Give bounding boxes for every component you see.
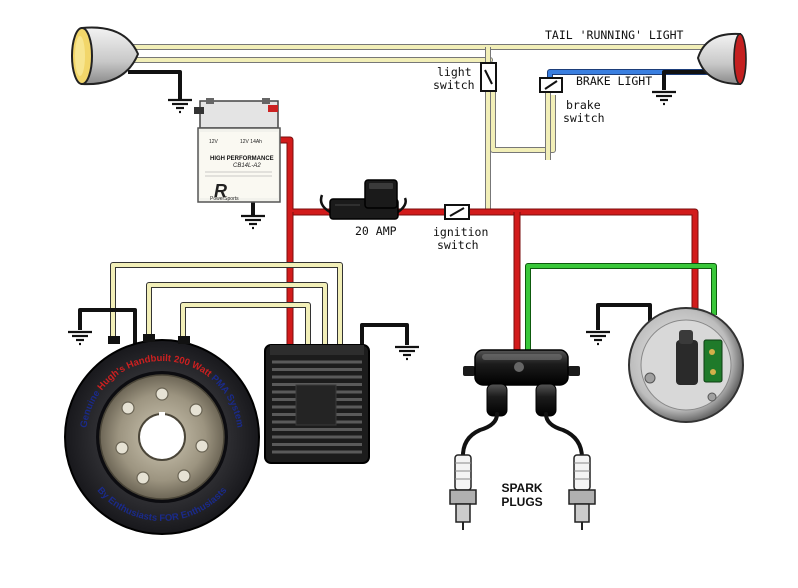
light-switch-label-line2: switch bbox=[433, 78, 475, 92]
ground-icon bbox=[168, 98, 192, 114]
tail-running-light-label: TAIL 'RUNNING' LIGHT bbox=[545, 28, 684, 42]
battery-logo-mark: R bbox=[214, 181, 227, 201]
brake-switch-label-line1: brake bbox=[566, 98, 601, 112]
headlight-icon bbox=[71, 26, 140, 86]
battery-small-text-2: 12V 14Ah bbox=[240, 139, 262, 145]
ground-icon bbox=[395, 345, 419, 361]
spark-plug-icon bbox=[449, 454, 477, 530]
battery-brand: HIGH PERFORMANCE bbox=[210, 156, 274, 162]
battery-logo: PowerSports bbox=[210, 196, 239, 202]
spark-plugs-label-line1: SPARK bbox=[501, 481, 542, 495]
fuse-icon bbox=[319, 179, 407, 220]
battery-model: CB14L-A2 bbox=[233, 163, 261, 169]
ground-icon bbox=[652, 90, 676, 106]
spark-plug-leads bbox=[460, 412, 584, 460]
stator-output-wires bbox=[110, 262, 343, 345]
ground-icon bbox=[68, 330, 92, 346]
main-power-wire bbox=[270, 136, 699, 360]
ignition-switch-icon bbox=[444, 204, 470, 220]
ground-icon bbox=[241, 214, 265, 230]
light-switch-icon bbox=[480, 62, 497, 92]
taillight-icon bbox=[696, 32, 747, 86]
ground-icon bbox=[586, 330, 610, 346]
light-switch-label-line1: light bbox=[437, 65, 472, 79]
ignition-coil-icon bbox=[463, 349, 580, 417]
brake-switch-label-line2: switch bbox=[563, 111, 605, 125]
spark-plugs-label-line2: PLUGS bbox=[501, 495, 542, 509]
points-wire bbox=[525, 263, 717, 358]
tail-running-light-wire bbox=[127, 44, 708, 63]
regulator-rectifier-icon bbox=[264, 344, 370, 464]
light-switch-wire bbox=[485, 47, 556, 212]
stator-rotor-icon bbox=[64, 334, 260, 535]
ignition-switch-label-line2: switch bbox=[437, 238, 479, 252]
spark-plug-icon bbox=[568, 454, 596, 530]
brake-switch-icon bbox=[539, 77, 563, 93]
battery-small-text-1: 12V bbox=[209, 139, 219, 145]
battery-icon: 12V 12V 14Ah HIGH PERFORMANCE CB14L-A2 R… bbox=[194, 98, 281, 203]
brake-light-label: BRAKE LIGHT bbox=[576, 74, 652, 88]
fuse-label: 20 AMP bbox=[355, 224, 397, 238]
ignition-points-icon bbox=[628, 307, 744, 423]
ignition-switch-label-line1: ignition bbox=[433, 225, 488, 239]
